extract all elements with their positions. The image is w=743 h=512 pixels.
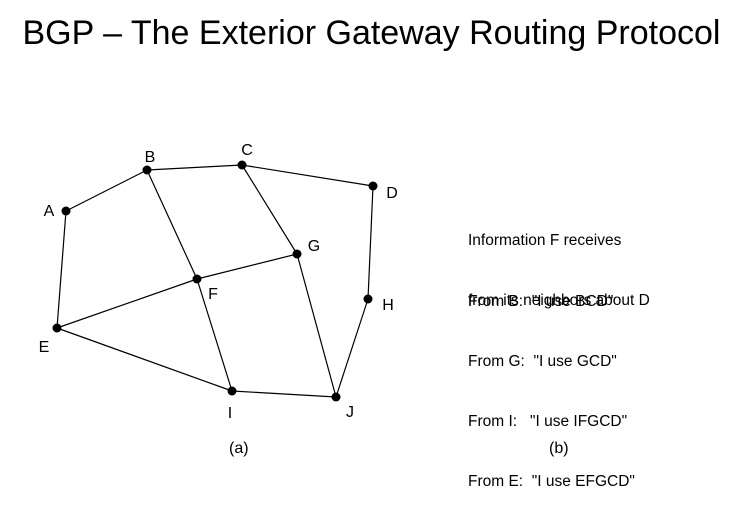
edge-f-g — [196, 253, 298, 280]
edge-g-j — [296, 253, 337, 398]
edge-f-i — [196, 278, 233, 392]
network-graph: A B C D E F G H I J — [39, 142, 398, 422]
edge-e-i — [56, 327, 233, 392]
edge-a-e — [56, 210, 67, 329]
page-title: BGP – The Exterior Gateway Routing Proto… — [22, 14, 721, 52]
info-route-line: From E: "I use EFGCD" — [468, 473, 635, 490]
node-label-h: H — [382, 297, 394, 314]
edge-h-j — [335, 298, 369, 398]
edge-e-f — [56, 278, 198, 329]
node-g — [292, 249, 302, 259]
info-intro: Information F receives from its neighbor… — [468, 191, 650, 331]
node-label-a: A — [44, 203, 55, 220]
edge-c-d — [241, 164, 374, 187]
edge-b-c — [146, 164, 243, 171]
edge-d-h — [367, 185, 374, 300]
node-label-c: C — [241, 142, 253, 159]
graph-edges — [56, 164, 374, 398]
info-intro-line-2: from its neighbors about D — [468, 292, 650, 309]
node-i — [227, 386, 237, 396]
node-d — [368, 181, 378, 191]
node-j — [331, 392, 341, 402]
info-route-line: From G: "I use GCD" — [468, 353, 617, 370]
node-e — [52, 323, 62, 333]
caption-b: (b) — [549, 440, 569, 457]
node-f — [192, 274, 202, 284]
node-a — [61, 206, 71, 216]
node-label-d: D — [386, 185, 398, 202]
node-b — [142, 165, 152, 175]
node-label-g: G — [308, 238, 320, 255]
node-h — [363, 294, 373, 304]
node-label-e: E — [39, 339, 50, 356]
edge-i-j — [231, 390, 337, 398]
edge-c-g — [241, 164, 298, 255]
node-c — [237, 160, 247, 170]
info-intro-line-1: Information F receives — [468, 232, 622, 249]
node-label-b: B — [145, 149, 156, 166]
info-route-line: From B: "I use BCD" — [468, 293, 614, 310]
node-label-j: J — [346, 404, 354, 421]
edge-a-b — [65, 169, 148, 212]
node-label-i: I — [228, 405, 232, 422]
caption-a: (a) — [229, 440, 249, 457]
edge-b-f — [146, 169, 198, 280]
graph-node-labels: A B C D E F G H I J — [39, 142, 398, 422]
info-route-list: From B: "I use BCD" From G: "I use GCD" … — [468, 252, 635, 512]
info-route-line: From I: "I use IFGCD" — [468, 413, 628, 430]
graph-nodes — [52, 160, 378, 402]
node-label-f: F — [208, 286, 218, 303]
